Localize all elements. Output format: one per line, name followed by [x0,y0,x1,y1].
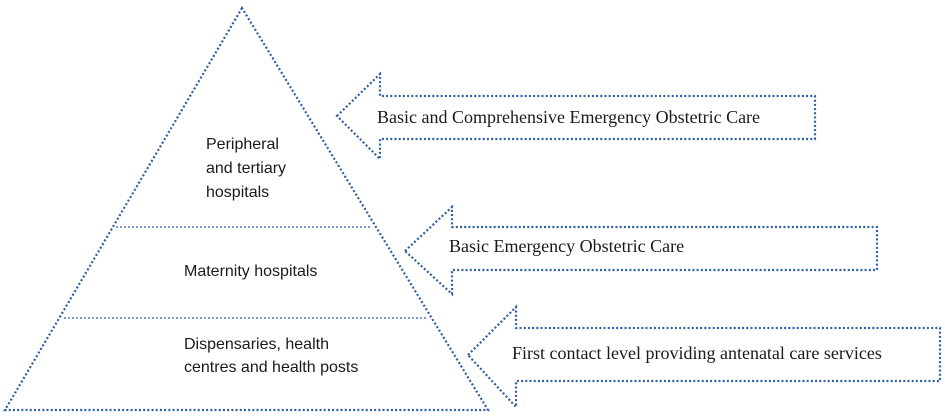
arrow-middle-label: Basic Emergency Obstetric Care [449,236,684,256]
arrow-bottom: First contact level providing antenatal … [466,304,942,410]
tier-top-line-1: Peripheral [206,136,279,153]
arrow-bottom-shape [466,304,942,410]
tier-top-line-3: hospitals [206,184,269,201]
arrow-top-shape [335,71,817,162]
tier-top: Peripheral and tertiary hospitals [206,136,286,201]
tier-bottom: Dispensaries, health centres and health … [184,336,358,376]
tier-bottom-line-1: Dispensaries, health [184,336,329,353]
arrow-top-label: Basic and Comprehensive Emergency Obstet… [377,107,760,127]
arrow-middle-shape [403,204,879,297]
tier-top-line-2: and tertiary [206,160,286,177]
tier-bottom-line-2: centres and health posts [184,359,358,376]
pyramid-outline [3,5,490,412]
tier-middle-line-1: Maternity hospitals [184,263,317,280]
arrow-middle: Basic Emergency Obstetric Care [403,204,879,297]
arrow-top: Basic and Comprehensive Emergency Obstet… [335,71,817,162]
arrow-bottom-label: First contact level providing antenatal … [512,343,882,363]
tier-middle: Maternity hospitals [184,263,317,280]
